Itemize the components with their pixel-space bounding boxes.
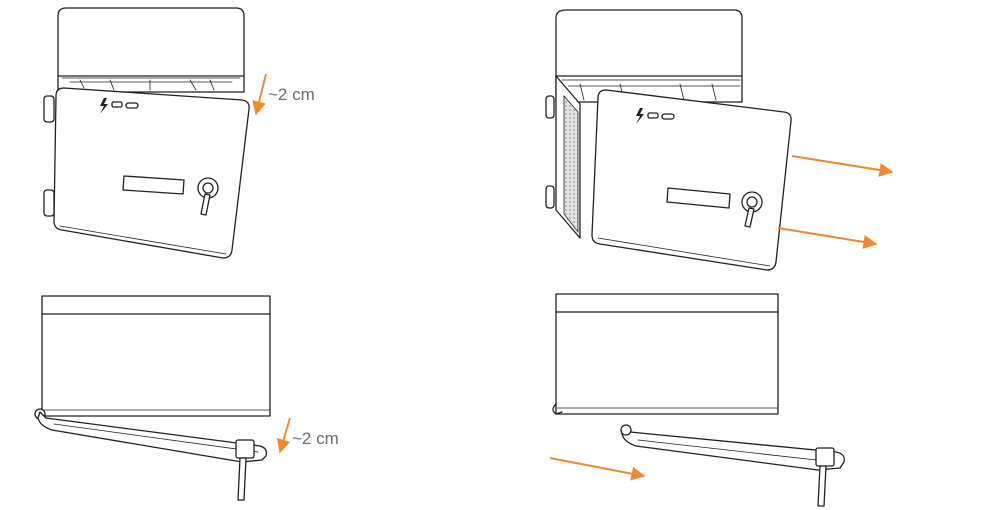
front-tilt-panel: ~2 cm <box>43 7 315 259</box>
perforated-panel <box>563 94 579 234</box>
hinge-bottom <box>43 189 55 217</box>
door-window <box>122 175 185 195</box>
door-window <box>666 187 731 209</box>
pull-arrow <box>549 457 646 481</box>
side-tilt-panel: ~2 cm <box>34 295 339 501</box>
hinge-top <box>43 95 55 123</box>
key-lock-icon <box>197 177 219 216</box>
cabinet-door <box>591 89 792 271</box>
side-remove-panel <box>549 293 845 507</box>
gap-label: ~2 cm <box>268 85 315 104</box>
down-arrow <box>276 417 291 454</box>
key-lock-icon <box>817 465 827 507</box>
door-side-profile <box>621 425 845 471</box>
key-lock-icon <box>741 191 763 228</box>
pull-arrow-lower <box>777 227 878 249</box>
cabinet-body <box>57 7 245 93</box>
pull-arrow-upper <box>791 155 894 177</box>
key-lock-icon <box>237 457 247 501</box>
cabinet-side <box>555 293 779 415</box>
lightning-icon <box>636 108 644 124</box>
cabinet-side <box>41 295 271 417</box>
door-side-profile <box>37 411 268 463</box>
gap-label: ~2 cm <box>292 429 339 448</box>
down-arrow <box>252 73 267 116</box>
front-remove-panel <box>545 9 894 271</box>
cabinet-body <box>555 9 743 103</box>
cabinet-door <box>53 87 250 259</box>
lightning-icon <box>100 98 108 114</box>
